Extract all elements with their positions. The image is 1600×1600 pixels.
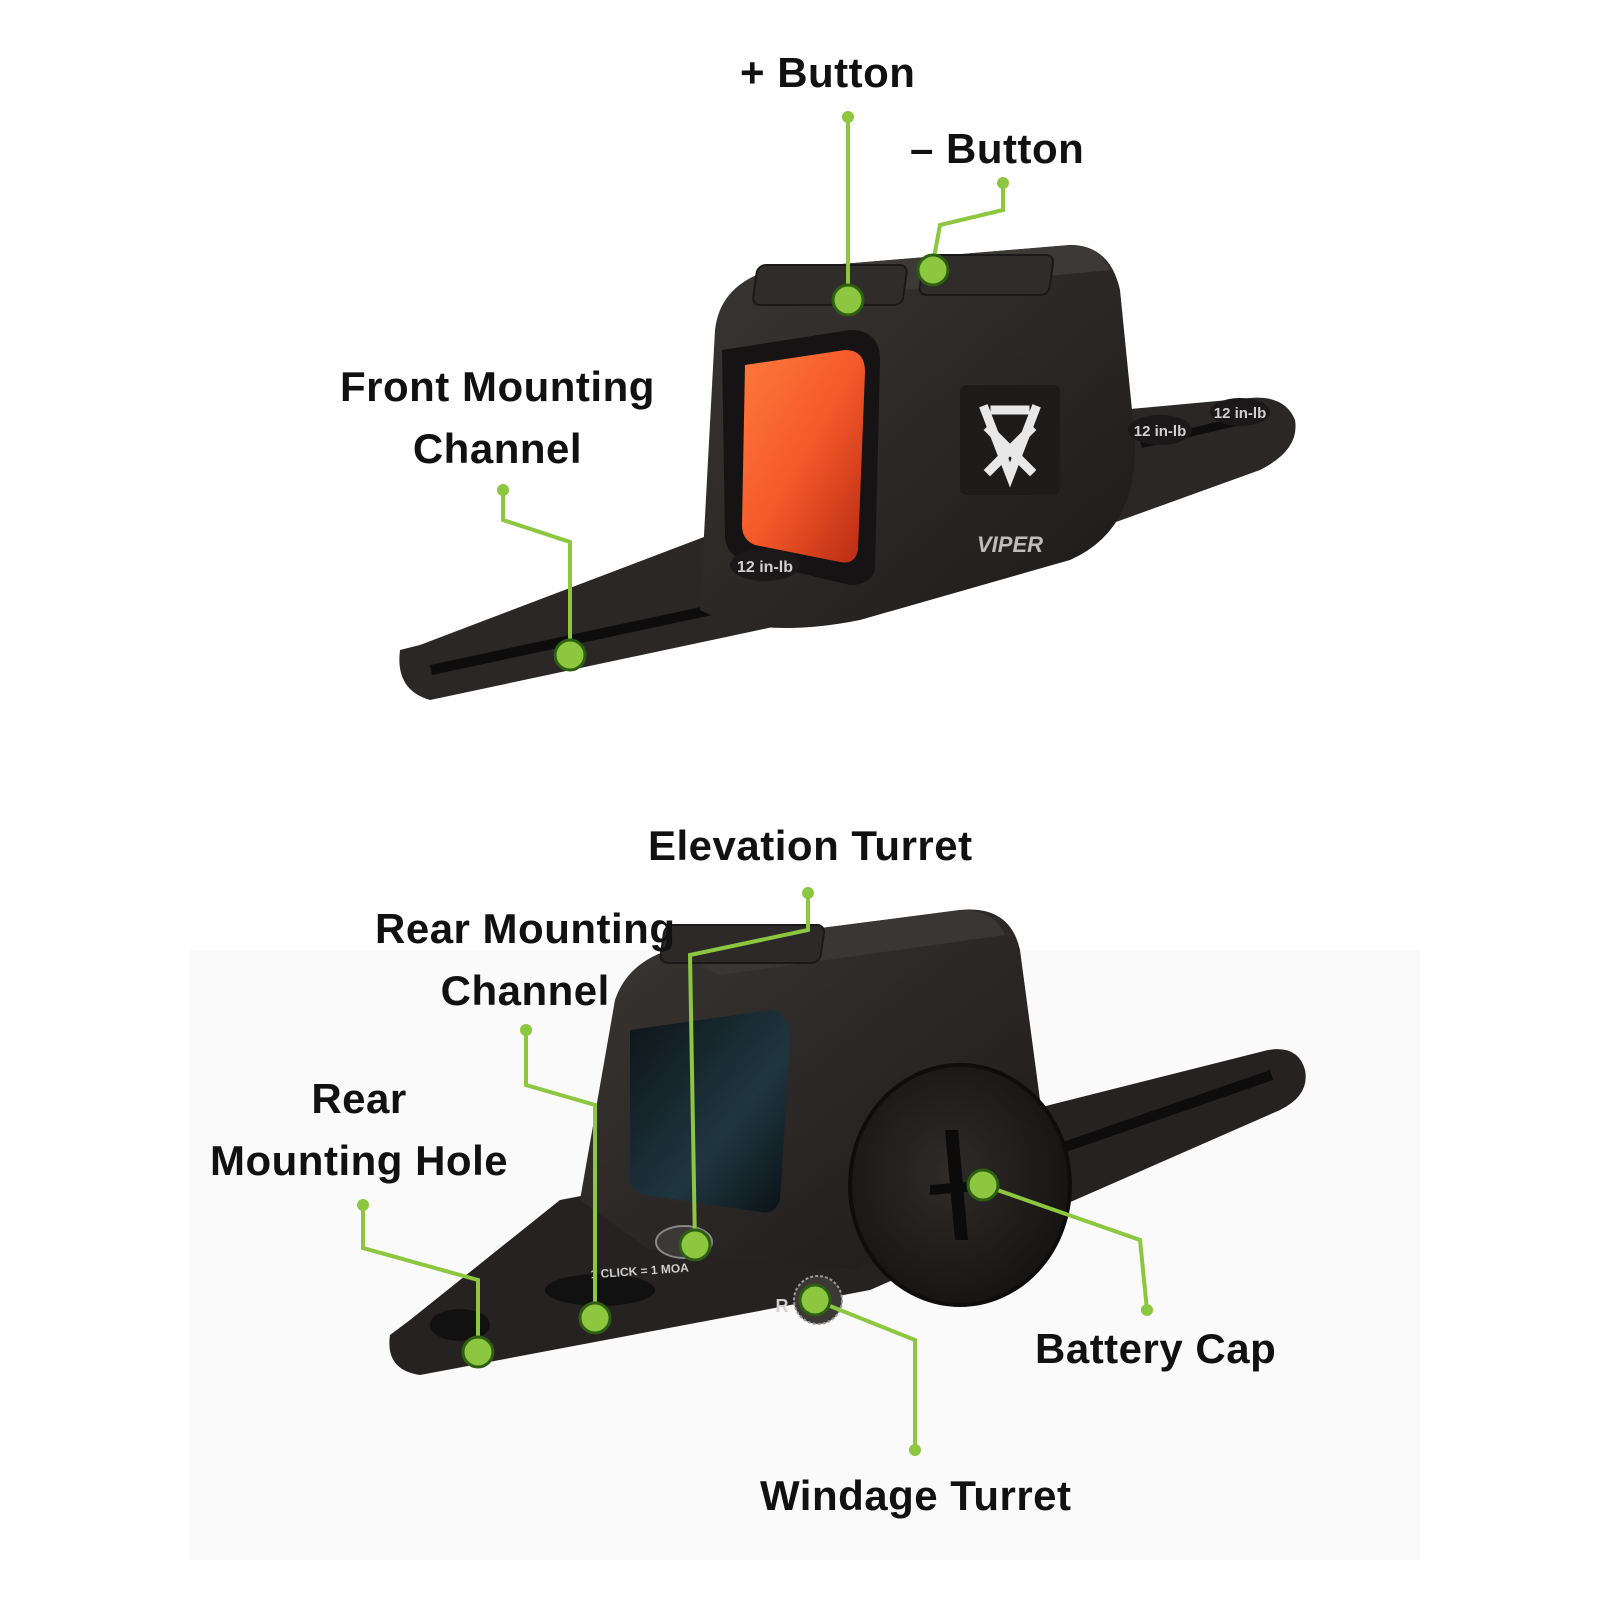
elevation-turret-label: Elevation Turret bbox=[648, 822, 973, 869]
plus-button-pad bbox=[752, 264, 908, 306]
windage-mark: R bbox=[776, 1296, 789, 1316]
windage-turret-marker bbox=[798, 1283, 832, 1317]
rear-mounting-hole bbox=[430, 1309, 490, 1341]
top-lens bbox=[742, 350, 865, 563]
front-channel-marker bbox=[553, 638, 587, 672]
windage-turret-label: Windage Turret bbox=[760, 1472, 1072, 1519]
callout-targets bbox=[461, 253, 1000, 1369]
battery-cap-marker bbox=[966, 1168, 1000, 1202]
rear-channel-leader bbox=[524, 1030, 597, 1315]
rear-mounting-hole-label: Rear Mounting Hole bbox=[210, 1075, 509, 1184]
windage-turret-leader bbox=[814, 1298, 917, 1450]
callout-endpoints bbox=[357, 111, 1153, 1456]
top-optic: VIPER 12 in-lb 12 in-lb 12 in-lb bbox=[399, 245, 1296, 700]
click-value-text: 1 CLICK = 1 MOA bbox=[590, 1261, 689, 1282]
battery-cap-label: Battery Cap bbox=[1035, 1325, 1277, 1372]
front-mounting-channel-slot bbox=[430, 590, 782, 675]
elevation-turret-leader bbox=[687, 893, 810, 1246]
rear-hole-marker bbox=[461, 1335, 495, 1369]
vortex-logo-icon bbox=[979, 404, 1041, 488]
front-channel-leader bbox=[501, 490, 572, 655]
plus-button-label: + Button bbox=[740, 49, 916, 96]
torque-mark-mid: 12 in-lb bbox=[1134, 423, 1187, 440]
bottom-lens bbox=[630, 1010, 790, 1213]
brand-text: VIPER bbox=[977, 532, 1043, 557]
callout-lines bbox=[361, 117, 1149, 1450]
torque-mark-rear: 12 in-lb bbox=[1214, 405, 1267, 422]
rear-mounting-channel-slot bbox=[545, 1274, 655, 1306]
rear-mounting-channel-label: Rear Mounting Channel bbox=[375, 905, 676, 1014]
minus-button-leader bbox=[931, 183, 1005, 264]
rear-channel-marker bbox=[578, 1301, 612, 1335]
rear-hole-leader bbox=[361, 1205, 480, 1350]
elevation-turret-marker bbox=[678, 1228, 712, 1262]
minus-button-label: – Button bbox=[910, 125, 1085, 172]
plus-button-marker bbox=[831, 283, 865, 317]
battery-cap-leader bbox=[982, 1183, 1149, 1311]
torque-mark-front: 12 in-lb bbox=[737, 559, 793, 576]
front-mounting-channel-label: Front Mounting Channel bbox=[340, 363, 655, 472]
minus-button-marker bbox=[916, 253, 950, 287]
